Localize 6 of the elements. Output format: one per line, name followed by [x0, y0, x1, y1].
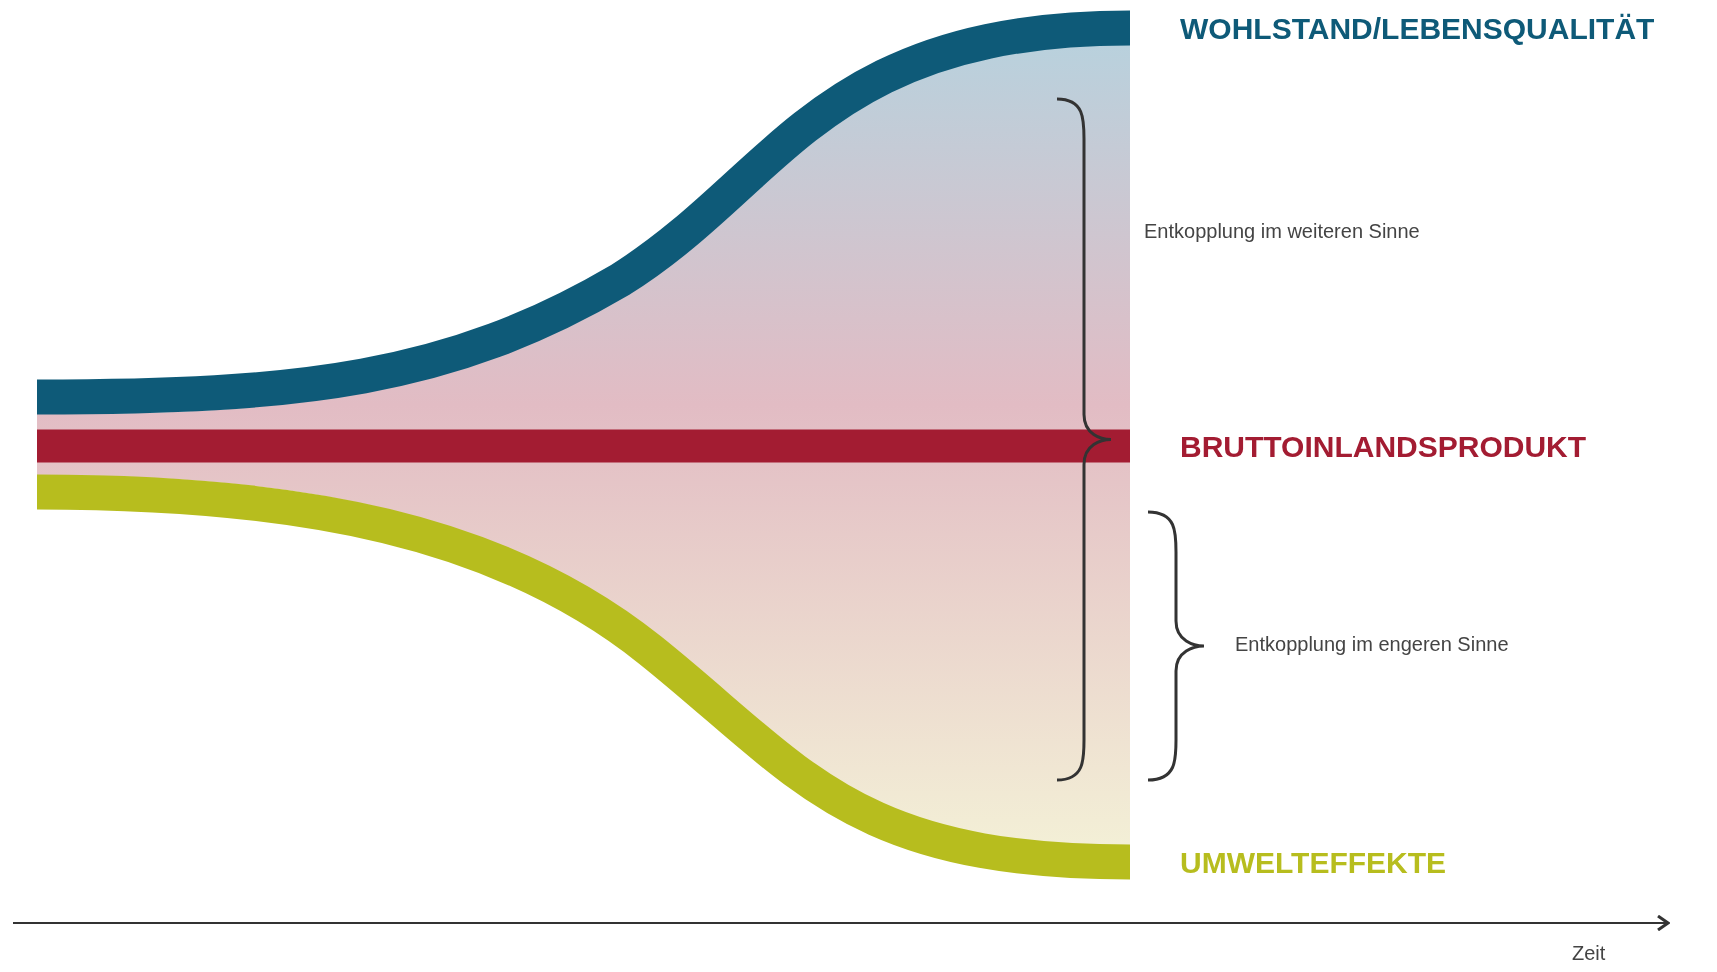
- brace-label: Entkopplung im engeren Sinne: [1235, 633, 1509, 656]
- axis-label: Zeit: [1572, 942, 1606, 965]
- curve-label: BRUTTOINLANDSPRODUKT: [1180, 430, 1587, 464]
- brace-label: Entkopplung im weiteren Sinne: [1144, 220, 1420, 243]
- curve-label: UMWELTEFFEKTE: [1180, 846, 1447, 880]
- curve-label: WOHLSTAND/LEBENSQUALITÄT: [1180, 12, 1655, 46]
